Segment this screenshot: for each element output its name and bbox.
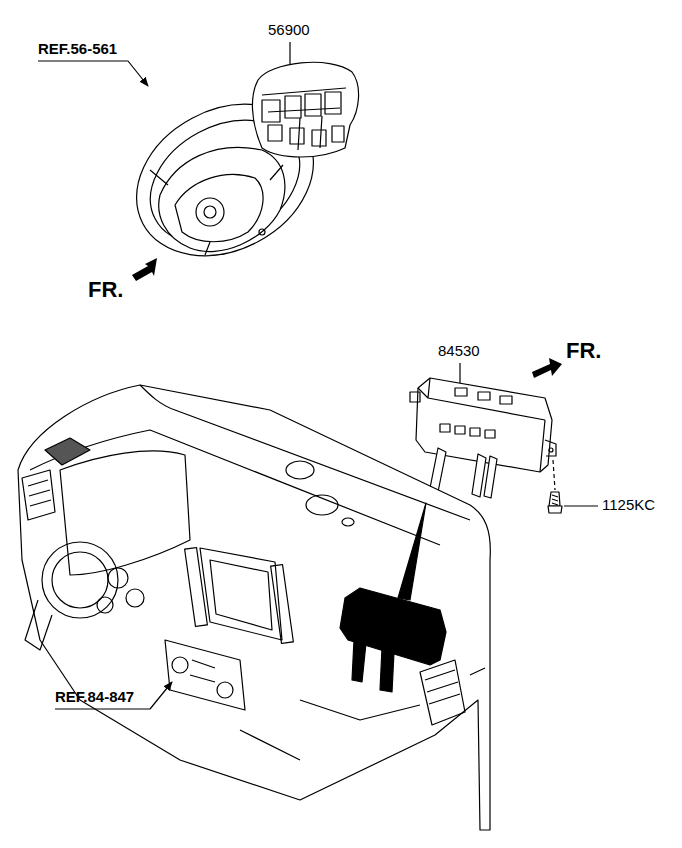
reference-label: REF.84-847 bbox=[55, 689, 134, 706]
installed-airbag bbox=[340, 503, 446, 692]
callout-number: 1125KC bbox=[602, 497, 655, 514]
callout-number: 56900 bbox=[268, 22, 310, 39]
driver-airbag-module bbox=[252, 62, 358, 157]
dashboard bbox=[18, 385, 490, 830]
bolt bbox=[548, 460, 562, 513]
callout-number: 84530 bbox=[438, 343, 480, 360]
front-arrow bbox=[532, 358, 562, 378]
reference-label: REF.56-561 bbox=[38, 41, 117, 58]
steering-wheel bbox=[110, 75, 340, 286]
leader-lines bbox=[38, 42, 598, 709]
passenger-airbag-module bbox=[410, 378, 556, 498]
front-indicator: FR. bbox=[566, 339, 601, 363]
front-arrow bbox=[132, 258, 157, 281]
front-indicator: FR. bbox=[88, 278, 123, 302]
